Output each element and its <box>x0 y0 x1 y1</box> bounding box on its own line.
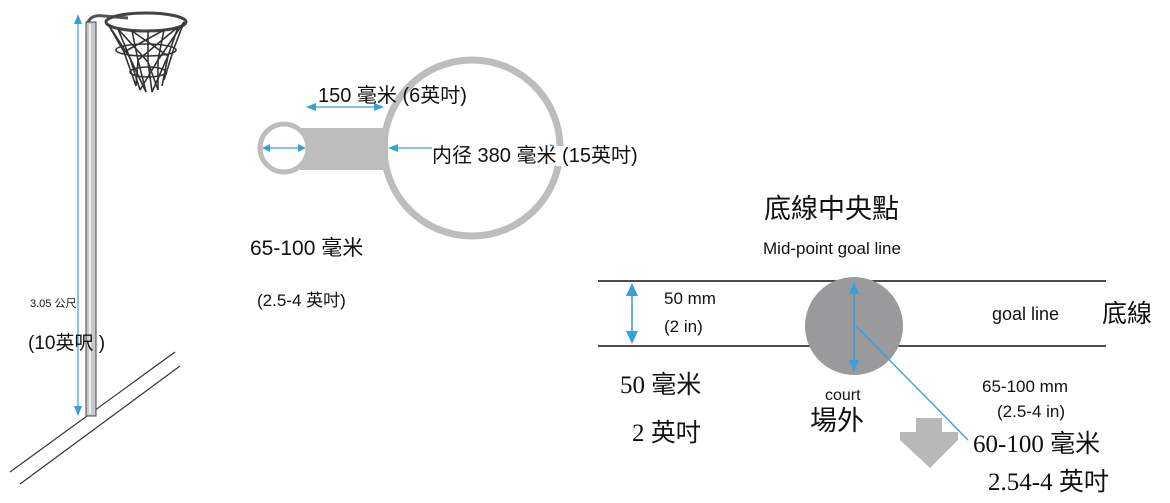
goal-line-zh-label: 底線 <box>1102 301 1153 328</box>
post-diameter-imperial: (2.5-4 英吋) <box>257 291 346 310</box>
post-height-imperial: (10英呎 ) <box>28 333 106 354</box>
neck-length-label: 150 毫米 (6英吋) <box>318 85 467 107</box>
ring-arm <box>86 14 129 23</box>
court-label: court <box>825 387 861 404</box>
ring <box>104 11 188 33</box>
post-diameter-label: 65-100 毫米 <box>250 237 364 260</box>
post-in-label: (2.5-4 in) <box>997 402 1066 421</box>
arrow-right-icon <box>374 103 384 111</box>
gap-mm-label: 50 mm <box>664 289 716 308</box>
arrow-down-icon <box>626 331 638 344</box>
arrow-up-icon <box>626 283 638 296</box>
court-zh-label: 場外 <box>810 406 864 436</box>
arrow-down-icon <box>74 406 82 416</box>
arrow-down-icon <box>849 360 859 372</box>
title-en: Mid-point goal line <box>763 239 901 258</box>
post-zh-label: 60-100 毫米 <box>973 431 1101 458</box>
post-mm-label: 65-100 mm <box>982 377 1068 396</box>
title-zh: 底線中央點 <box>764 194 899 224</box>
net <box>107 21 185 93</box>
post-height-label: 3.05 公尺 <box>30 298 77 310</box>
gap-zh-imperial-label: 2 英吋 <box>632 420 701 447</box>
arrow-left-icon <box>306 103 316 111</box>
leader-line <box>855 325 969 441</box>
gap-zh-label: 50 毫米 <box>620 372 702 399</box>
inner-diameter-label: 内径 380 毫米 (15英吋) <box>432 145 638 167</box>
ground-line-back <box>19 365 181 485</box>
arrow-up-icon <box>74 14 82 24</box>
arrow-right-icon <box>298 144 306 152</box>
down-arrow-icon <box>900 418 958 468</box>
arrow-left-icon <box>262 144 270 152</box>
post-zh-imperial-label: 2.54-4 英吋 <box>988 469 1109 496</box>
goal-line-label: goal line <box>992 304 1060 324</box>
arrow-up-icon <box>849 282 859 294</box>
ring-neck <box>300 128 388 170</box>
arrow-left-icon <box>388 144 398 152</box>
gap-in-label: (2 in) <box>664 317 703 336</box>
